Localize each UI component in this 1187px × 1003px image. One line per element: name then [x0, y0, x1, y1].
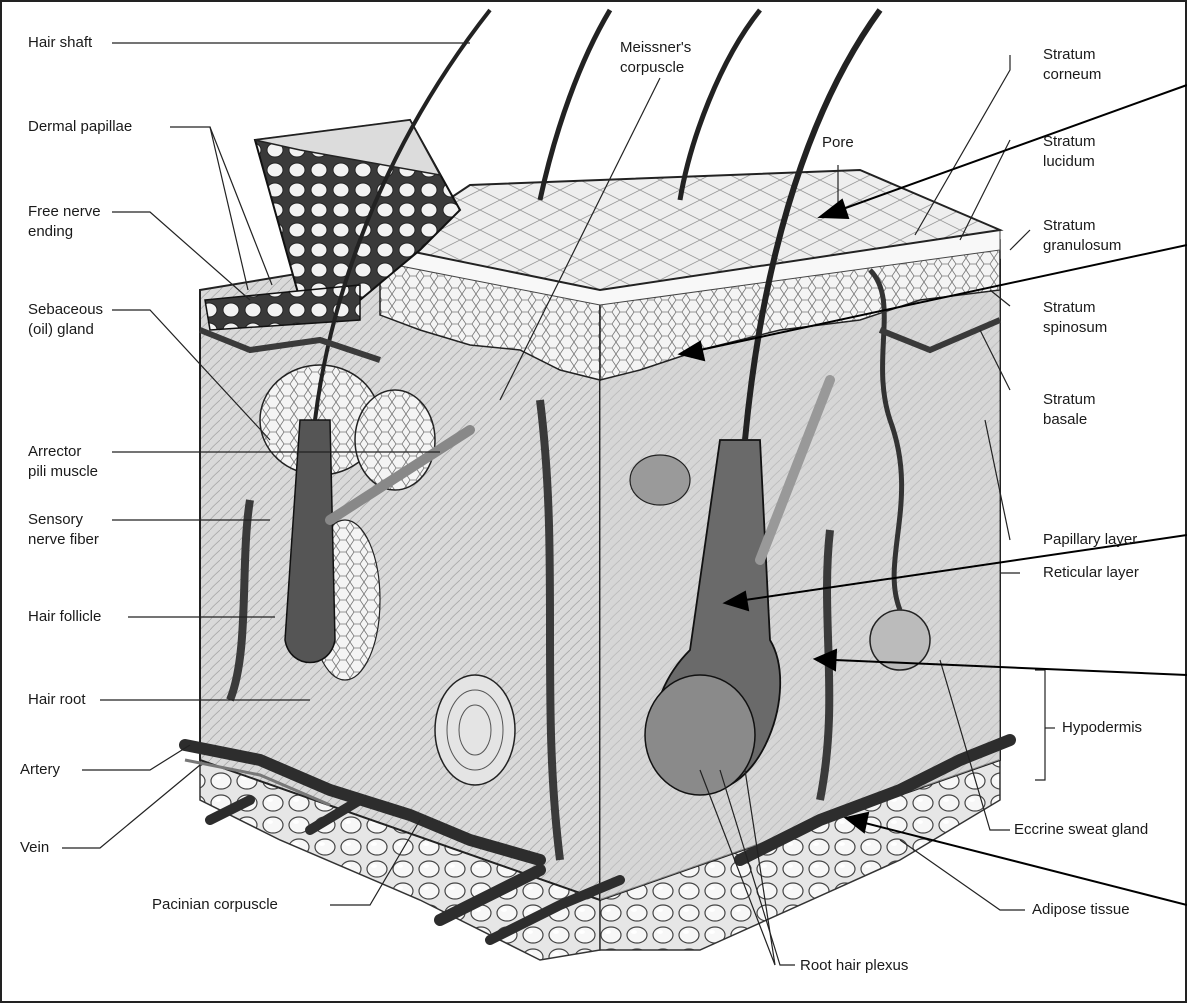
label-hair-shaft: Hair shaft [28, 33, 92, 53]
label-stratum-spinosum: Stratum spinosum [1043, 298, 1107, 338]
label-sebaceous-gland: Sebaceous (oil) gland [28, 300, 103, 340]
label-reticular-layer: Reticular layer [1043, 563, 1139, 583]
label-stratum-lucidum: Stratum lucidum [1043, 132, 1096, 172]
label-arrector-pili-muscle: Arrector pili muscle [28, 442, 98, 482]
label-sensory-nerve-fiber: Sensory nerve fiber [28, 510, 99, 550]
label-adipose-tissue: Adipose tissue [1032, 900, 1130, 920]
label-hypodermis: Hypodermis [1062, 718, 1142, 738]
label-eccrine-sweat-gland: Eccrine sweat gland [1014, 820, 1148, 840]
label-stratum-corneum: Stratum corneum [1043, 45, 1101, 85]
label-root-hair-plexus: Root hair plexus [800, 956, 908, 976]
label-hair-follicle: Hair follicle [28, 607, 101, 627]
label-stratum-basale: Stratum basale [1043, 390, 1096, 430]
label-hair-root: Hair root [28, 690, 86, 710]
label-pore: Pore [822, 133, 854, 153]
label-meissners-corpuscle: Meissner's corpuscle [620, 38, 691, 78]
label-stratum-granulosum: Stratum granulosum [1043, 216, 1121, 256]
label-free-nerve-ending: Free nerve ending [28, 202, 101, 242]
label-papillary-layer: Papillary layer [1043, 530, 1137, 550]
label-pacinian-corpuscle: Pacinian corpuscle [152, 895, 278, 915]
label-dermal-papillae: Dermal papillae [28, 117, 132, 137]
label-artery: Artery [20, 760, 60, 780]
label-vein: Vein [20, 838, 49, 858]
